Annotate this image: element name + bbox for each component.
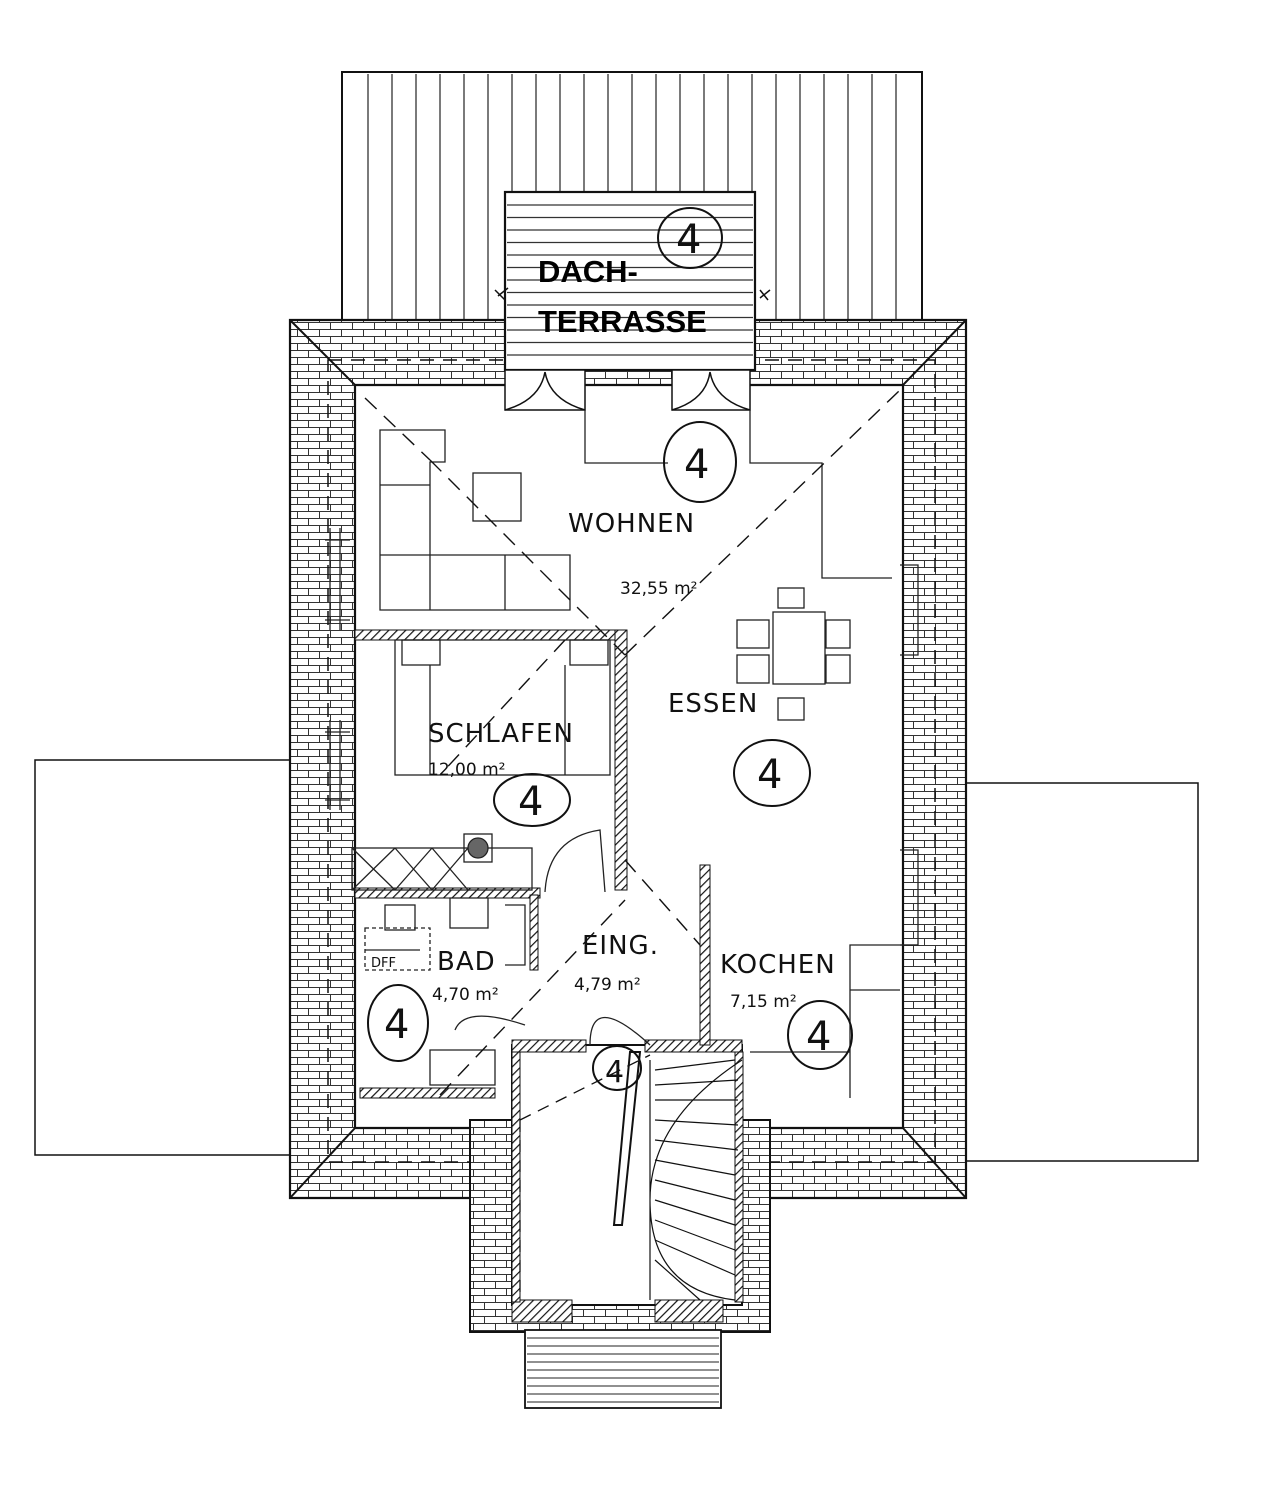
- room-area-bad: 4,70 m²: [432, 985, 499, 1005]
- terrace-railing-marks: [494, 287, 771, 301]
- interior-walls: [354, 629, 711, 1099]
- room-area-kochen: 7,15 m²: [730, 992, 797, 1012]
- circled-markers: 4 4 4 4 4 4 4: [367, 207, 853, 1091]
- marker-wohnen-text: 4: [684, 442, 709, 488]
- stair-tower: [469, 1039, 771, 1333]
- coffee-table: [472, 472, 522, 522]
- marker-eing-text: 4: [605, 1055, 624, 1090]
- marker-kochen-text: 4: [806, 1014, 831, 1060]
- wardrobe: [351, 847, 533, 891]
- marker-bad-text: 4: [384, 1002, 409, 1048]
- room-area-schlafen: 12,00 m²: [428, 760, 505, 780]
- sofa: [379, 429, 571, 611]
- terrace-label-line2: TERRASSE: [538, 304, 707, 339]
- chimney-circle: [467, 837, 489, 859]
- marker-wohnen: 4: [663, 421, 737, 503]
- eing-door-swing: [589, 1017, 651, 1046]
- marker-essen-text: 4: [757, 752, 782, 798]
- kitchen-counter: [750, 944, 918, 1098]
- marker-kochen: 4: [787, 1000, 853, 1070]
- marker-schlafen: 4: [493, 773, 571, 827]
- right-wall-window: [325, 528, 919, 946]
- stair-treads: [649, 1059, 743, 1301]
- sideboard: [584, 410, 892, 579]
- right-wing-outline: [959, 782, 1199, 1162]
- terrace-label-line1: DACH-: [538, 254, 638, 289]
- marker-terrace-text: 4: [676, 217, 701, 263]
- room-name-essen: ESSEN: [668, 689, 758, 719]
- bad-tag-dff: DFF: [371, 956, 396, 971]
- step-lines: [527, 1337, 719, 1403]
- schlafen-door-swing: [544, 829, 606, 893]
- room-name-eing: EING.: [582, 931, 659, 961]
- marker-essen: 4: [733, 739, 811, 807]
- roof-terrace: DACH- TERRASSE: [494, 190, 771, 372]
- bath-fixtures: [364, 897, 526, 1086]
- room-name-schlafen: SCHLAFEN: [428, 719, 574, 749]
- marker-terrace: 4: [657, 207, 723, 269]
- room-name-kochen: KOCHEN: [720, 950, 836, 980]
- marker-schlafen-text: 4: [518, 779, 543, 825]
- furniture: [325, 410, 919, 1098]
- room-name-wohnen: WOHNEN: [568, 509, 695, 539]
- room-labels: WOHNEN 32,55 m² ESSEN SCHLAFEN 12,00 m² …: [371, 509, 836, 1012]
- stair-tower-dashed: [519, 1054, 651, 1300]
- marker-bad: 4: [367, 984, 429, 1062]
- roof-hip-lines: [289, 319, 967, 1199]
- dashed-roof-lines: [364, 389, 901, 1096]
- left-wing-outline: [34, 759, 296, 1156]
- entry-steps: [524, 1329, 722, 1409]
- marker-eing: 4: [592, 1045, 642, 1091]
- dining-set: [736, 587, 851, 721]
- room-area-eing: 4,79 m²: [574, 975, 641, 995]
- stair-guard: [612, 1051, 642, 1226]
- bed: [394, 639, 611, 776]
- room-area-wohnen: 32,55 m²: [620, 579, 697, 599]
- bad-door-swing: [454, 1015, 526, 1031]
- eave-dashed-line: [327, 359, 936, 1163]
- room-name-bad: BAD: [437, 947, 496, 977]
- terrace-doors: [504, 369, 751, 411]
